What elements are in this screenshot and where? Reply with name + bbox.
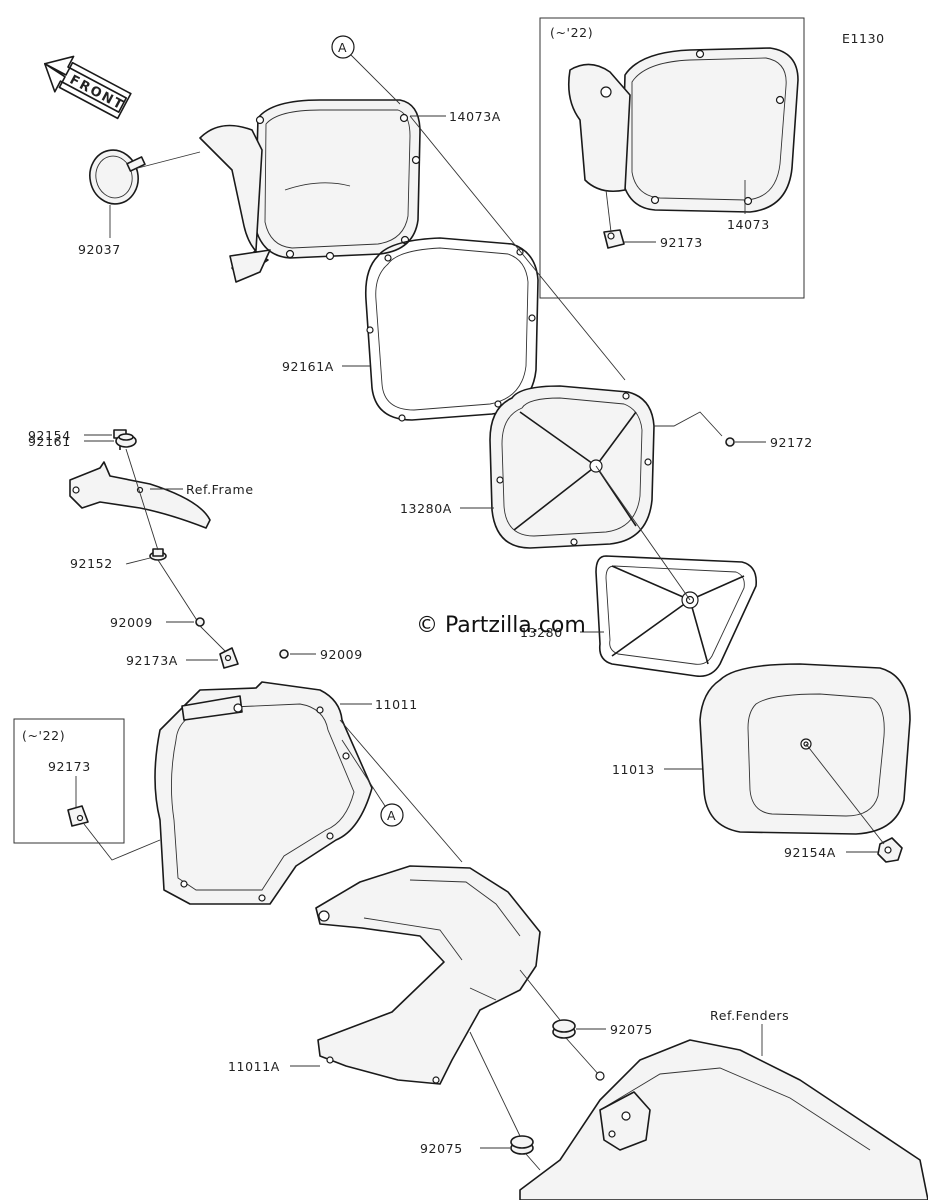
clip-92173-inset-icon bbox=[603, 229, 625, 249]
inset-box-top bbox=[539, 17, 805, 299]
inset-label-top: (~'22) bbox=[550, 25, 593, 40]
label-11011a: 11011A bbox=[228, 1059, 280, 1074]
label-92173-lower: 92173 bbox=[48, 759, 91, 774]
diagram-code: E1130 bbox=[842, 31, 885, 46]
label-92172: 92172 bbox=[770, 435, 813, 450]
label-92075-lower: 92075 bbox=[420, 1141, 463, 1156]
air-filter-11013 bbox=[699, 663, 911, 835]
label-92152: 92152 bbox=[70, 556, 113, 571]
clamp-92037-icon bbox=[89, 149, 146, 205]
gasket-92161a bbox=[364, 237, 539, 422]
clip-92173a-icon bbox=[219, 647, 239, 669]
callout-a-lower-text: A bbox=[387, 808, 396, 823]
callout-a-top bbox=[331, 35, 355, 59]
grommet-92161-icon bbox=[115, 433, 137, 448]
watermark: © Partzilla.com bbox=[416, 613, 586, 638]
rear-fender bbox=[519, 1039, 928, 1200]
air-cleaner-housing-14073a bbox=[199, 99, 421, 283]
nut-92009-left-icon bbox=[195, 617, 205, 627]
grommet-92075-upper-icon bbox=[552, 1019, 576, 1039]
label-92161: 92161 bbox=[28, 434, 71, 449]
label-92037: 92037 bbox=[78, 242, 121, 257]
label-92154: 92154 bbox=[28, 428, 71, 443]
filter-holder-13280a bbox=[489, 385, 655, 549]
label-92009-right: 92009 bbox=[320, 647, 363, 662]
clip-92173-lower-icon bbox=[67, 805, 89, 827]
grommet-92075-lower-icon bbox=[510, 1135, 534, 1155]
callout-a-top-text: A bbox=[338, 40, 347, 55]
inset-label-lower: (~'22) bbox=[22, 728, 65, 743]
label-11013: 11013 bbox=[612, 762, 655, 777]
nut-92009-right-icon bbox=[279, 649, 289, 659]
callout-a-lower bbox=[380, 803, 404, 827]
air-cleaner-case-11011 bbox=[154, 681, 373, 905]
inset-box-lower bbox=[13, 718, 125, 844]
label-92173-top: 92173 bbox=[660, 235, 703, 250]
label-92075-upper: 92075 bbox=[610, 1022, 653, 1037]
label-14073a: 14073A bbox=[449, 109, 501, 124]
label-92154a: 92154A bbox=[784, 845, 836, 860]
label-11011: 11011 bbox=[375, 697, 418, 712]
label-ref-frame: Ref.Frame bbox=[186, 482, 254, 497]
label-92161a: 92161A bbox=[282, 359, 334, 374]
intake-duct-11011a bbox=[315, 865, 541, 1085]
screw-92172-icon bbox=[725, 437, 735, 447]
front-arrow-icon: FRONT bbox=[43, 55, 132, 120]
label-92009-left: 92009 bbox=[110, 615, 153, 630]
label-13280a: 13280A bbox=[400, 501, 452, 516]
label-13280: 13280 bbox=[520, 625, 563, 640]
collar-92152-icon bbox=[149, 548, 167, 561]
label-ref-fenders: Ref.Fenders bbox=[710, 1008, 789, 1023]
air-cleaner-housing-inset bbox=[567, 47, 799, 213]
filter-cage-13280 bbox=[595, 555, 758, 678]
label-92173a: 92173A bbox=[126, 653, 178, 668]
label-14073: 14073 bbox=[727, 217, 770, 232]
